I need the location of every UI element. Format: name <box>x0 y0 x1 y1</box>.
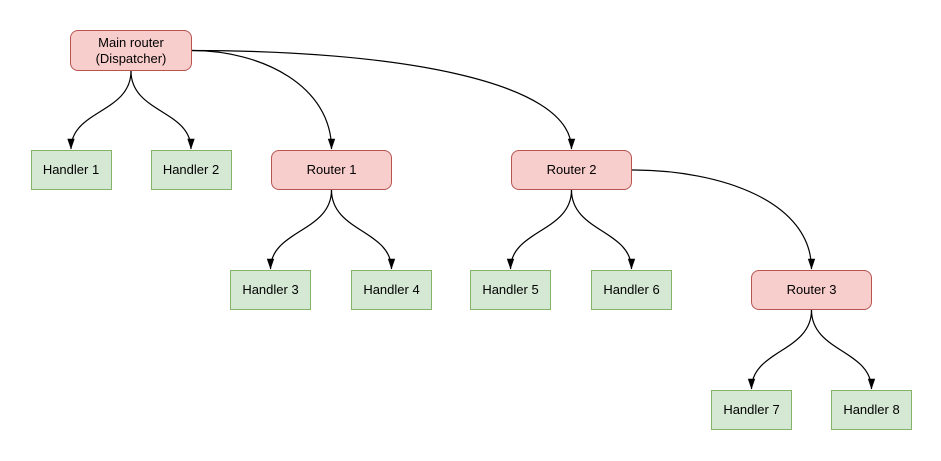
handler-6-label: Handler 6 <box>603 282 660 297</box>
edge-router-2-to-router-3 <box>631 169 816 270</box>
router-3-label: Router 3 <box>786 282 837 297</box>
edge-router-2-to-handler-5 <box>506 189 573 270</box>
node-handler-7: Handler 7 <box>711 390 792 430</box>
main-router-label: Main router (Dispatcher) <box>95 34 167 66</box>
node-handler-5: Handler 5 <box>470 270 551 310</box>
node-handler-3: Handler 3 <box>230 270 311 310</box>
handler-7-label: Handler 7 <box>723 402 780 417</box>
handler-1-label: Handler 1 <box>42 162 100 177</box>
node-handler-8: Handler 8 <box>831 390 912 430</box>
router-1-label: Router 1 <box>306 162 357 177</box>
node-main-router: Main router (Dispatcher) <box>70 30 192 71</box>
edge-main-router-to-router-1 <box>191 49 336 150</box>
router-2-label: Router 2 <box>546 162 597 177</box>
edge-router-3-to-handler-8 <box>810 309 876 390</box>
handler-5-label: Handler 5 <box>482 282 539 297</box>
edge-router-1-to-handler-4 <box>330 189 396 270</box>
handler-4-label: Handler 4 <box>363 282 420 297</box>
node-handler-4: Handler 4 <box>351 270 432 310</box>
handler-2-label: Handler 2 <box>162 162 220 177</box>
node-router-2: Router 2 <box>511 150 632 190</box>
node-handler-1: Handler 1 <box>30 150 112 190</box>
edge-main-router-to-handler-1 <box>67 70 132 150</box>
edge-main-router-to-router-2 <box>191 49 576 150</box>
edge-router-2-to-handler-6 <box>570 189 636 270</box>
node-router-3: Router 3 <box>751 270 872 310</box>
node-handler-2: Handler 2 <box>150 150 232 190</box>
handler-8-label: Handler 8 <box>843 402 900 417</box>
edge-router-3-to-handler-7 <box>747 309 813 390</box>
edge-router-1-to-handler-3 <box>266 189 333 270</box>
node-handler-6: Handler 6 <box>591 270 672 310</box>
handler-3-label: Handler 3 <box>242 282 299 297</box>
node-router-1: Router 1 <box>271 150 392 190</box>
edge-main-router-to-handler-2 <box>130 70 195 150</box>
